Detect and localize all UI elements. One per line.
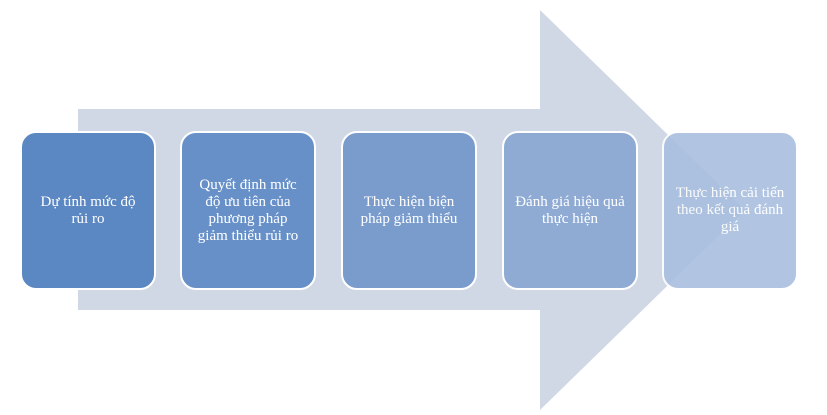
step-2-box: Quyết định mức độ ưu tiên của phương phá… bbox=[180, 131, 316, 290]
step-3-box: Thực hiện biện pháp giảm thiểu bbox=[341, 131, 477, 290]
step-1-label: Dự tính mức độ rủi ro bbox=[40, 193, 136, 227]
step-1-box: Dự tính mức độ rủi ro bbox=[20, 131, 156, 290]
step-4-label: Đánh giá hiệu quả thực hiện bbox=[515, 193, 625, 227]
step-5-label: Thực hiện cải tiến theo kết quả đánh giá bbox=[675, 185, 785, 235]
step-5-box: Thực hiện cải tiến theo kết quả đánh giá bbox=[662, 131, 798, 290]
step-3-label: Thực hiện biện pháp giảm thiểu bbox=[360, 193, 458, 227]
step-4-box: Đánh giá hiệu quả thực hiện bbox=[502, 131, 638, 290]
step-2-label: Quyết định mức độ ưu tiên của phương phá… bbox=[197, 176, 299, 244]
